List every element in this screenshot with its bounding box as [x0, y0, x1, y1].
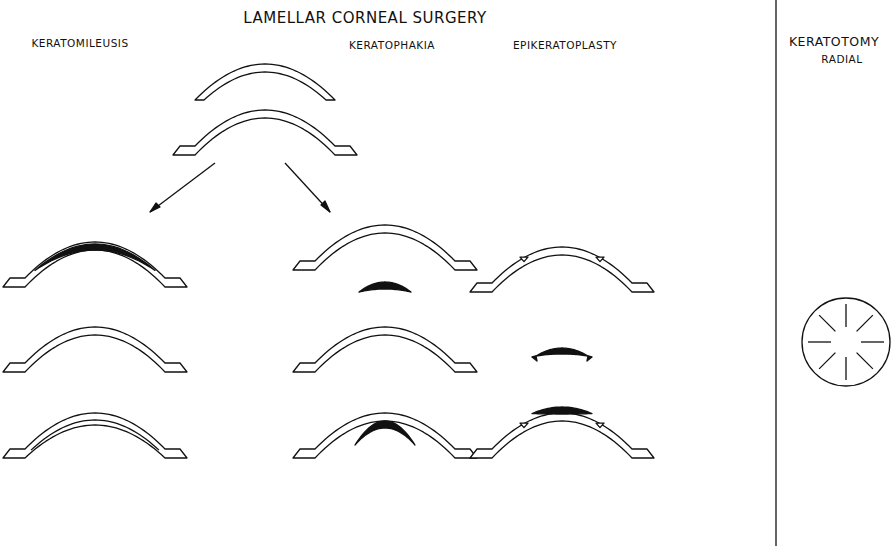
- lamellar-interface: [31, 420, 159, 450]
- epikeratoplasty-lenticule: [536, 348, 588, 356]
- radial-incision: [845, 357, 846, 380]
- cornea: [173, 110, 357, 155]
- arrow-head: [150, 203, 160, 212]
- lenticule-wing: [587, 356, 592, 361]
- incision-notch: [596, 423, 604, 428]
- implanted-lens: [355, 421, 415, 445]
- diagram-title: LAMELLAR CORNEAL SURGERY: [243, 10, 486, 27]
- cornea: [293, 413, 477, 458]
- column-heading: KERATOPHAKIA: [349, 40, 435, 52]
- arrow-head: [321, 201, 330, 212]
- cornea: [3, 327, 187, 372]
- radial-incision: [857, 315, 873, 331]
- cornea: [195, 64, 335, 100]
- cornea: [470, 413, 654, 458]
- radial-incision: [861, 341, 884, 342]
- column-heading: RADIAL: [821, 54, 862, 66]
- radial-incision: [845, 304, 846, 327]
- radial-incision: [819, 315, 835, 331]
- radial-incision: [819, 353, 835, 369]
- cornea-front-view: [802, 298, 890, 386]
- radial-incision: [857, 353, 873, 369]
- cornea: [293, 225, 477, 270]
- cornea: [3, 242, 187, 287]
- arrow-line: [285, 163, 330, 212]
- section-heading: KERATOTOMY: [789, 35, 879, 49]
- incision-notch: [520, 257, 528, 262]
- cornea: [470, 247, 654, 292]
- column-heading: KERATOMILEUSIS: [31, 38, 128, 50]
- divider-line: [775, 0, 776, 546]
- cornea: [293, 327, 477, 372]
- sutured-lenticule: [532, 407, 592, 414]
- radial-incision: [808, 341, 831, 342]
- incision-notch: [596, 257, 604, 262]
- keratophakia-lens: [359, 282, 411, 292]
- arrow-line: [150, 163, 215, 212]
- resected-lenticule: [35, 244, 155, 270]
- cornea: [3, 413, 187, 458]
- lenticule-wing: [532, 356, 537, 361]
- incision-notch: [520, 423, 528, 428]
- column-heading: EPIKERATOPLASTY: [513, 40, 617, 52]
